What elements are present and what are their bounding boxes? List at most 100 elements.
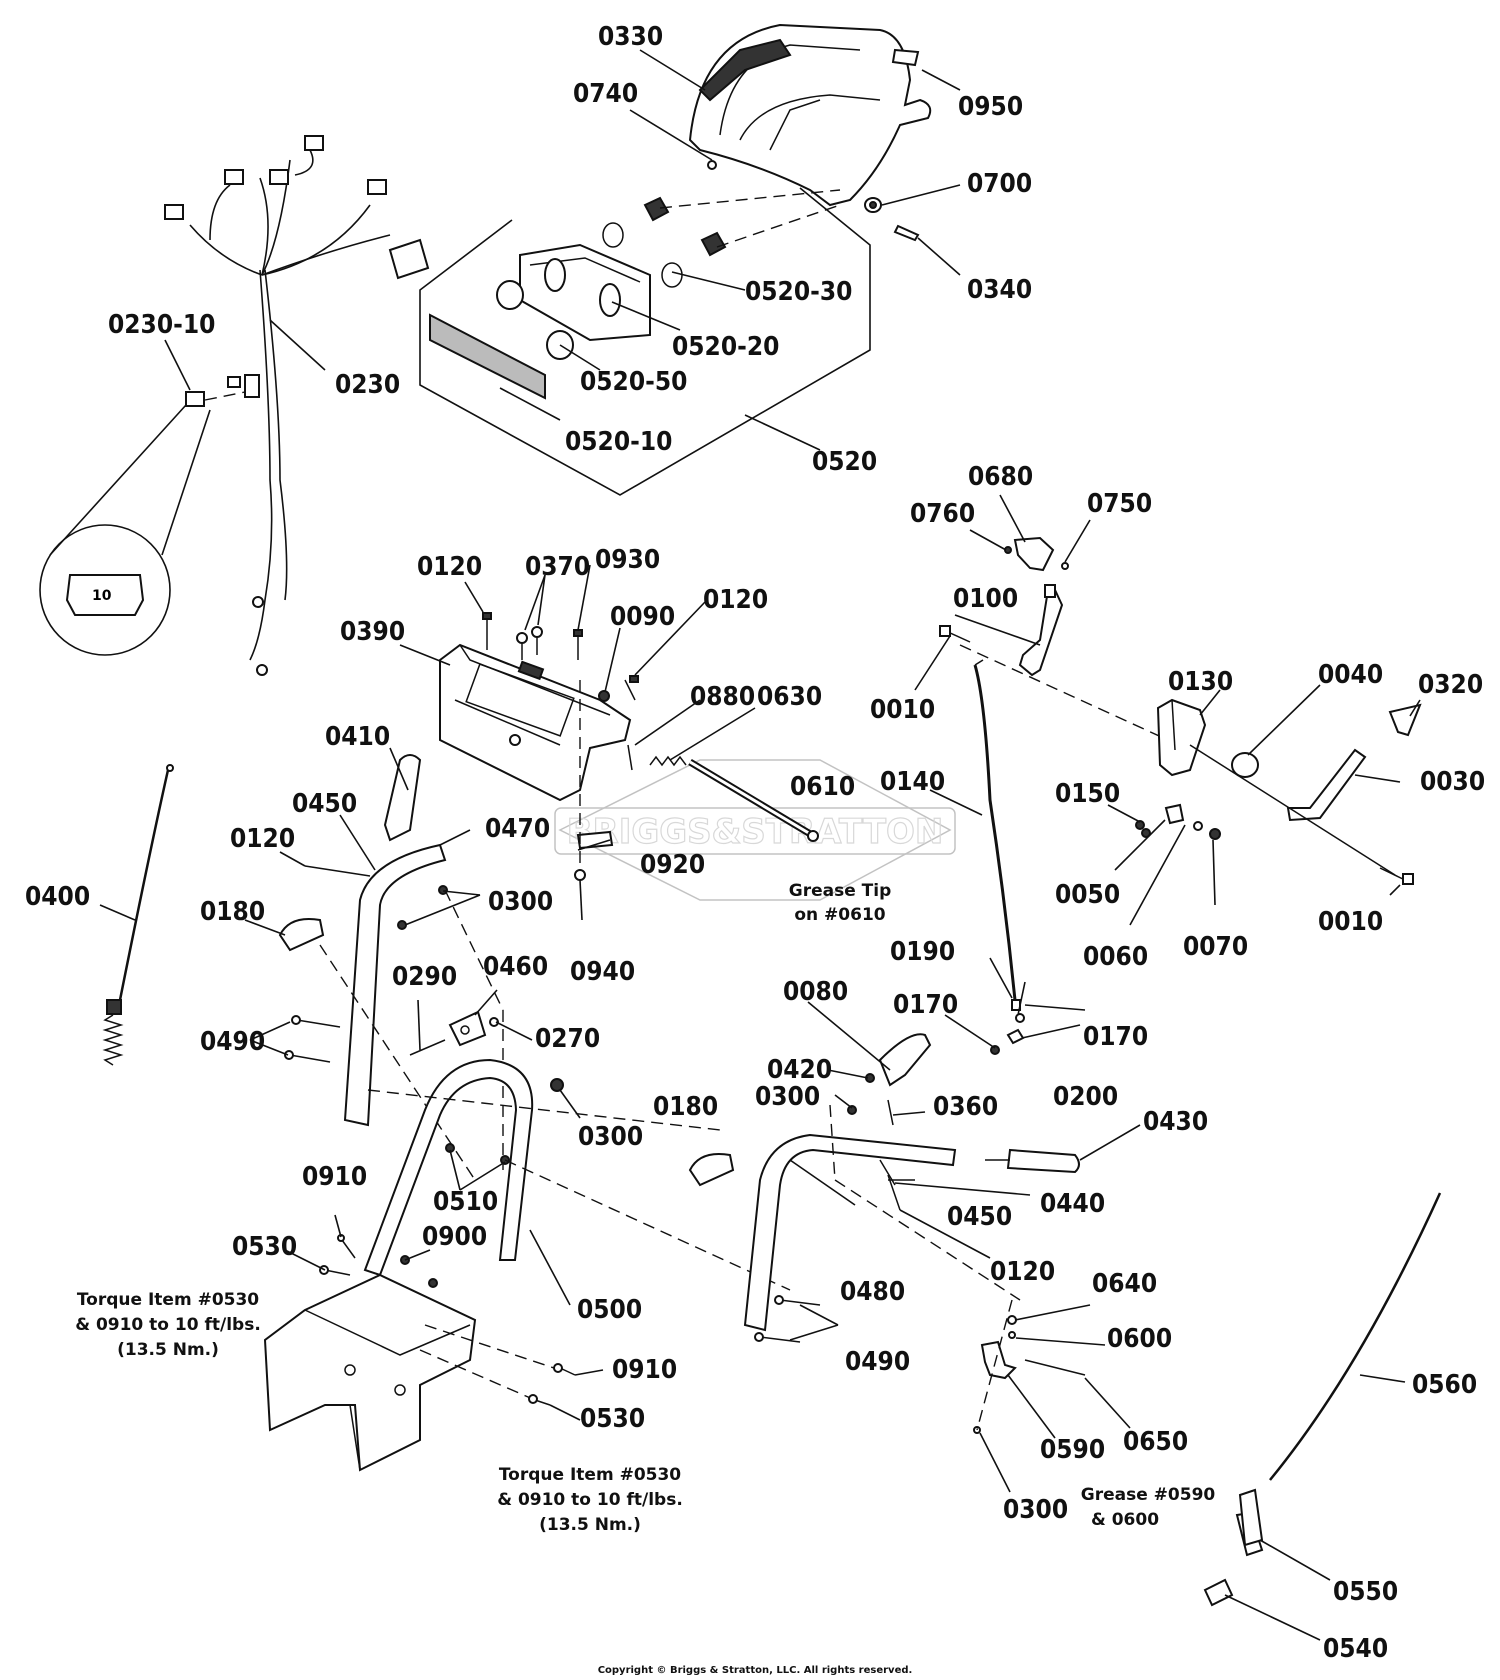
spring-0630	[649, 755, 687, 767]
torque-note-left-line3: (13.5 Nm.)	[117, 1340, 219, 1360]
notes: Grease Tip on #0610 Torque Item #0530 & …	[75, 881, 1215, 1676]
bolt-0010-left	[939, 625, 971, 643]
label-0490-b: 0490	[845, 1347, 910, 1377]
label-0910-a: 0910	[302, 1162, 367, 1192]
label-0180-a: 0180	[200, 897, 265, 927]
detent-0640	[1007, 1315, 1017, 1325]
label-0750: 0750	[1087, 489, 1152, 519]
washer-0700	[864, 197, 882, 213]
spacer-0060	[1164, 803, 1185, 825]
label-0520-30: 0520-30	[745, 277, 852, 307]
lens-0950	[891, 48, 920, 67]
torque-note-bottom-line2: & 0910 to 10 ft/lbs.	[497, 1490, 683, 1510]
label-0510: 0510	[433, 1187, 498, 1217]
handle-0680	[1013, 536, 1055, 572]
label-0910-b: 0910	[612, 1355, 677, 1385]
label-0290: 0290	[392, 962, 457, 992]
label-0700: 0700	[967, 169, 1032, 199]
bolt-0290	[409, 1039, 446, 1056]
label-0230: 0230	[335, 370, 400, 400]
label-0170-a: 0170	[893, 990, 958, 1020]
label-0120-c: 0120	[230, 824, 295, 854]
upper-handle-0480	[743, 1133, 957, 1332]
wiring-harness-0230	[164, 135, 430, 676]
cable-0400	[102, 764, 174, 1066]
torque-note-bottom-line3: (13.5 Nm.)	[539, 1515, 641, 1535]
clip-0180-left	[278, 918, 325, 952]
label-0050: 0050	[1055, 880, 1120, 910]
label-0300-a: 0300	[488, 887, 553, 917]
label-0520-50: 0520-50	[580, 367, 687, 397]
label-0630: 0630	[757, 682, 822, 712]
rod-0650	[1024, 1359, 1086, 1376]
nut-0300-right	[847, 1105, 857, 1115]
bolts-0490-right	[754, 1295, 821, 1343]
bracket-0130	[1156, 698, 1207, 777]
nuts-0170	[990, 1013, 1025, 1055]
label-0230-10: 0230-10	[108, 310, 215, 340]
label-0740: 0740	[573, 79, 638, 109]
label-0120-b: 0120	[703, 585, 768, 615]
label-0400: 0400	[25, 882, 90, 912]
label-0900: 0900	[422, 1222, 487, 1252]
nuts-0300-left	[397, 885, 448, 930]
nut-0070	[1209, 828, 1221, 840]
bolt-0930	[573, 629, 583, 660]
label-0490-a: 0490	[200, 1027, 265, 1057]
label-0450-b: 0450	[947, 1202, 1012, 1232]
label-0550: 0550	[1333, 1577, 1398, 1607]
lower-handle-0500	[363, 1058, 534, 1277]
nut-0900	[400, 1255, 438, 1288]
label-0060: 0060	[1083, 942, 1148, 972]
knob-0320	[1388, 703, 1422, 737]
label-0190: 0190	[890, 937, 955, 967]
torque-note-left-line1: Torque Item #0530	[77, 1290, 259, 1310]
label-0080: 0080	[783, 977, 848, 1007]
watermark-text: BRIGGS&STRATTON	[567, 812, 944, 852]
label-0130: 0130	[1168, 667, 1233, 697]
label-0600: 0600	[1107, 1324, 1172, 1354]
label-0930: 0930	[595, 545, 660, 575]
label-0680: 0680	[968, 462, 1033, 492]
bolt-0910-upper	[337, 1234, 356, 1259]
label-0320: 0320	[1418, 670, 1483, 700]
label-0200: 0200	[1053, 1082, 1118, 1112]
label-0360: 0360	[933, 1092, 998, 1122]
label-0480: 0480	[840, 1277, 905, 1307]
label-0100: 0100	[953, 584, 1018, 614]
label-0640: 0640	[1092, 1269, 1157, 1299]
label-0530-b: 0530	[580, 1404, 645, 1434]
shift-lever-0100	[1018, 584, 1064, 677]
label-0070: 0070	[1183, 932, 1248, 962]
bolt-0120-right-handle	[887, 1174, 901, 1211]
label-0450-a: 0450	[292, 789, 357, 819]
label-0520-10: 0520-10	[565, 427, 672, 457]
clip-0180-right	[688, 1153, 735, 1187]
headlight-cover-0330	[688, 23, 932, 207]
grease-note-line1: Grease Tip	[789, 881, 892, 901]
label-0530-a: 0530	[232, 1232, 297, 1262]
bolt-0880	[627, 744, 633, 771]
bolts-0490-left	[284, 1015, 341, 1063]
label-0170-b: 0170	[1083, 1022, 1148, 1052]
fuse-detail-callout: 10	[39, 404, 211, 656]
nuts-0510	[445, 1143, 510, 1165]
grip-0430	[985, 1148, 1080, 1174]
upper-handle-0470	[343, 843, 447, 1127]
label-0150: 0150	[1055, 779, 1120, 809]
label-0300-c: 0300	[755, 1082, 820, 1112]
washer-0050	[1193, 821, 1203, 831]
label-0880: 0880	[690, 682, 755, 712]
clip-0200	[1006, 1028, 1025, 1045]
bolt-0530-lower	[528, 1394, 551, 1406]
screws-0370	[516, 626, 543, 660]
spring-0600	[1008, 1331, 1016, 1339]
lever-0080	[878, 1033, 932, 1087]
label-0610: 0610	[790, 772, 855, 802]
label-0300-b: 0300	[578, 1122, 643, 1152]
pin-0360	[887, 1099, 894, 1126]
label-0370: 0370	[525, 552, 590, 582]
label-0440: 0440	[1040, 1189, 1105, 1219]
label-0760: 0760	[910, 499, 975, 529]
label-0270: 0270	[535, 1024, 600, 1054]
